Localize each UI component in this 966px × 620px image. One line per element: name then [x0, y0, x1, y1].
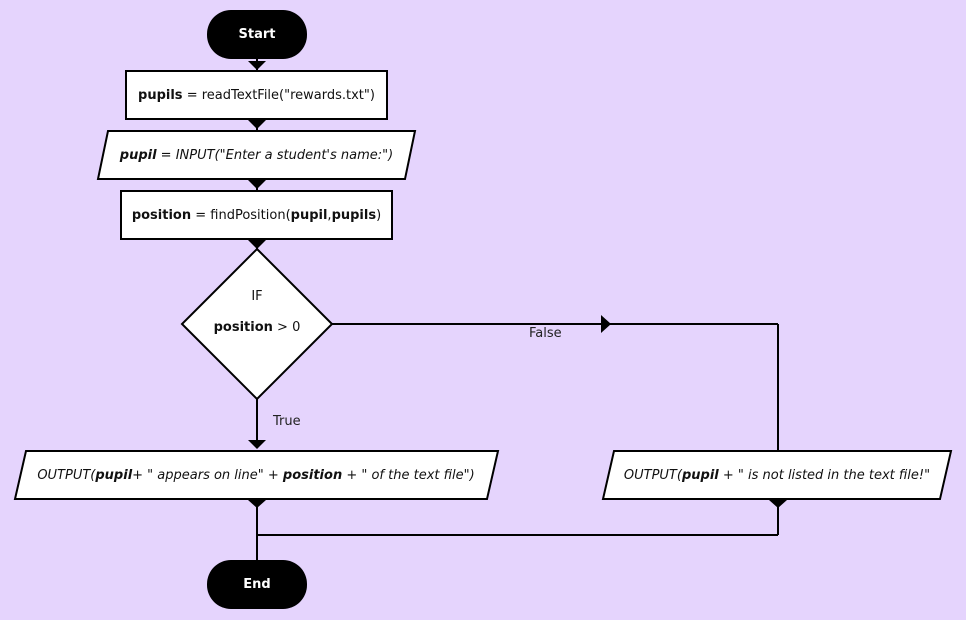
end-label: End: [243, 577, 271, 592]
arrowhead-start: [248, 61, 266, 70]
process-read-file-text: = readTextFile("rewards.txt"): [182, 87, 375, 103]
output-found-var-pupil: pupil: [95, 467, 133, 483]
var-position: position: [131, 207, 192, 223]
start-terminal: Start: [207, 10, 307, 59]
arg-separator: ,: [327, 207, 332, 223]
decision-diamond: [180, 247, 334, 401]
io-shape-input: [96, 130, 417, 180]
arg-pupil: pupil: [290, 207, 328, 223]
output-not-found-var-pupil: pupil: [681, 467, 719, 483]
arrowhead-step1: [248, 120, 266, 129]
arrowhead-true: [248, 440, 266, 449]
arrowhead-output-true: [248, 500, 266, 508]
output-not-found: OUTPUT(pupil + " is not listed in the te…: [608, 451, 946, 499]
arrowhead-false: [601, 315, 611, 333]
process-read-file: pupils = readTextFile("rewards.txt"): [125, 70, 388, 120]
true-branch-label: True: [273, 414, 301, 429]
output-found-text2: + " of the text file"): [342, 467, 475, 483]
end-terminal: End: [207, 560, 307, 609]
decision-operator: > 0: [272, 320, 301, 335]
output-found-fn: OUTPUT(: [37, 467, 96, 483]
output-found: OUTPUT(pupil+ " appears on line" + posit…: [20, 451, 492, 499]
input-pupil-name: pupil = INPUT("Enter a student's name:"): [100, 131, 413, 179]
io-shape-output-false: [601, 450, 953, 500]
input-prompt-text: = INPUT("Enter a student's name:"): [156, 147, 394, 163]
arrowhead-step2: [248, 180, 266, 189]
start-label: Start: [238, 27, 276, 42]
decision-var: position: [213, 320, 273, 335]
call-close: ): [376, 207, 382, 223]
var-pupils: pupils: [138, 87, 183, 103]
process-find-position: position = findPosition(pupil,pupils): [120, 190, 393, 240]
io-shape-output-true: [13, 450, 500, 500]
var-pupil: pupil: [119, 147, 157, 163]
false-branch-label: False: [529, 326, 562, 341]
arg-pupils: pupils: [331, 207, 377, 223]
output-not-found-fn: OUTPUT(: [623, 467, 682, 483]
output-not-found-text: + " is not listed in the text file!": [718, 467, 931, 483]
decision-condition: position > 0: [192, 320, 322, 335]
decision-if-label: IF: [251, 289, 263, 304]
output-found-var-position: position: [282, 467, 343, 483]
output-found-text1: + " appears on line" +: [132, 467, 283, 483]
arrowhead-output-false: [769, 500, 787, 508]
arrowhead-step3: [248, 240, 266, 249]
find-position-call: = findPosition(: [191, 207, 291, 223]
